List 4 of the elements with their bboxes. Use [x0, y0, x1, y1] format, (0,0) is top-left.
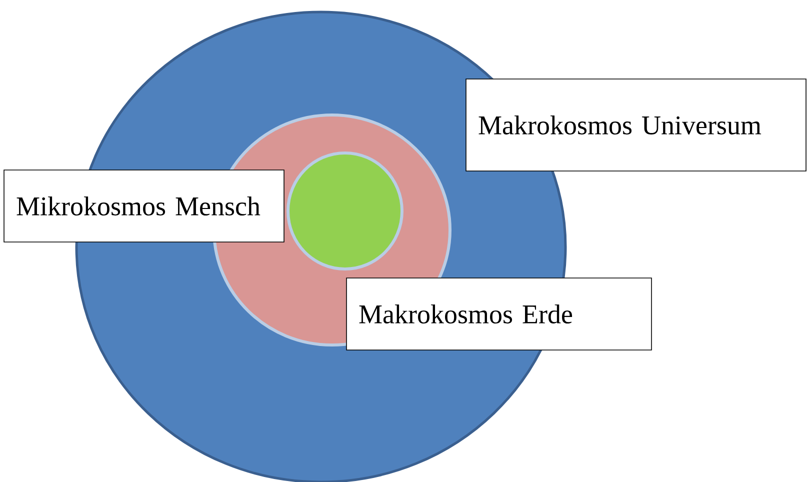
label-box: Makrokosmos Universum [466, 78, 806, 172]
label-box: Mikrokosmos Mensch [4, 170, 284, 242]
label-box: Makrokosmos Erde [346, 278, 652, 350]
circle [286, 152, 404, 270]
